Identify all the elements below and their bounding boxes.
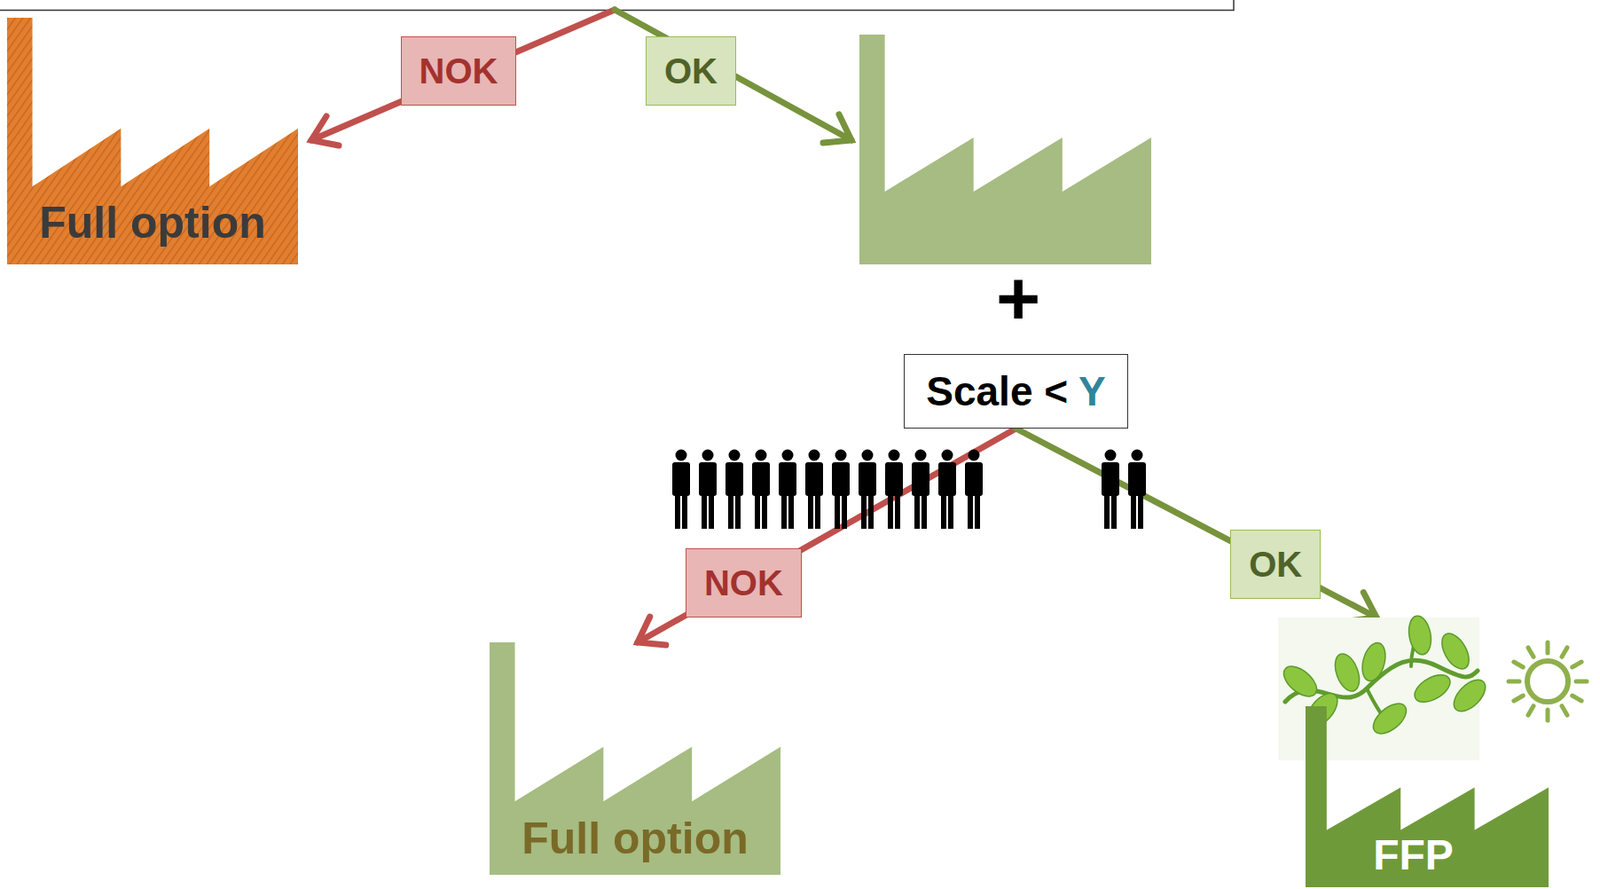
green-factory-node: FFP [1278, 617, 1549, 887]
person-icon [805, 449, 824, 530]
person-icon [911, 449, 930, 530]
person-icon [938, 449, 957, 530]
people-group [672, 449, 1146, 530]
edge-label: OK [1230, 529, 1321, 599]
person-icon [1128, 449, 1146, 530]
person-icon [698, 449, 717, 530]
edge-label: NOK [685, 548, 802, 618]
connector-arrow [1016, 428, 1378, 621]
ok-arrowhead [823, 114, 852, 143]
sun-icon [1508, 642, 1587, 721]
nok-tag: NOK [400, 36, 518, 106]
nok-arrowhead [311, 116, 339, 146]
plus-sign: + [996, 259, 1041, 337]
decision-text: Scale < Y [925, 370, 1106, 412]
person-icon [672, 449, 691, 530]
factory-icon [859, 34, 1152, 265]
person-icon [885, 449, 903, 530]
decision-box: Scale < Y [903, 353, 1129, 429]
person-icon [858, 449, 877, 530]
person-icon [752, 449, 770, 530]
factory-node: Full option [489, 642, 781, 875]
factory-node: Full option [7, 17, 299, 265]
connector-arrow [637, 428, 1017, 645]
person-icon [1101, 449, 1120, 530]
person-icon [725, 449, 744, 530]
ok-tag: OK [645, 36, 737, 106]
nok-arrow-line [311, 9, 615, 141]
factory-label: Full option [521, 815, 748, 861]
person-icon [831, 449, 850, 530]
ok-arrow-line [614, 9, 852, 141]
factory-label: Full option [39, 200, 266, 245]
factory-label: FFP [1372, 833, 1454, 877]
person-icon [964, 449, 983, 530]
person-icon [778, 449, 797, 530]
